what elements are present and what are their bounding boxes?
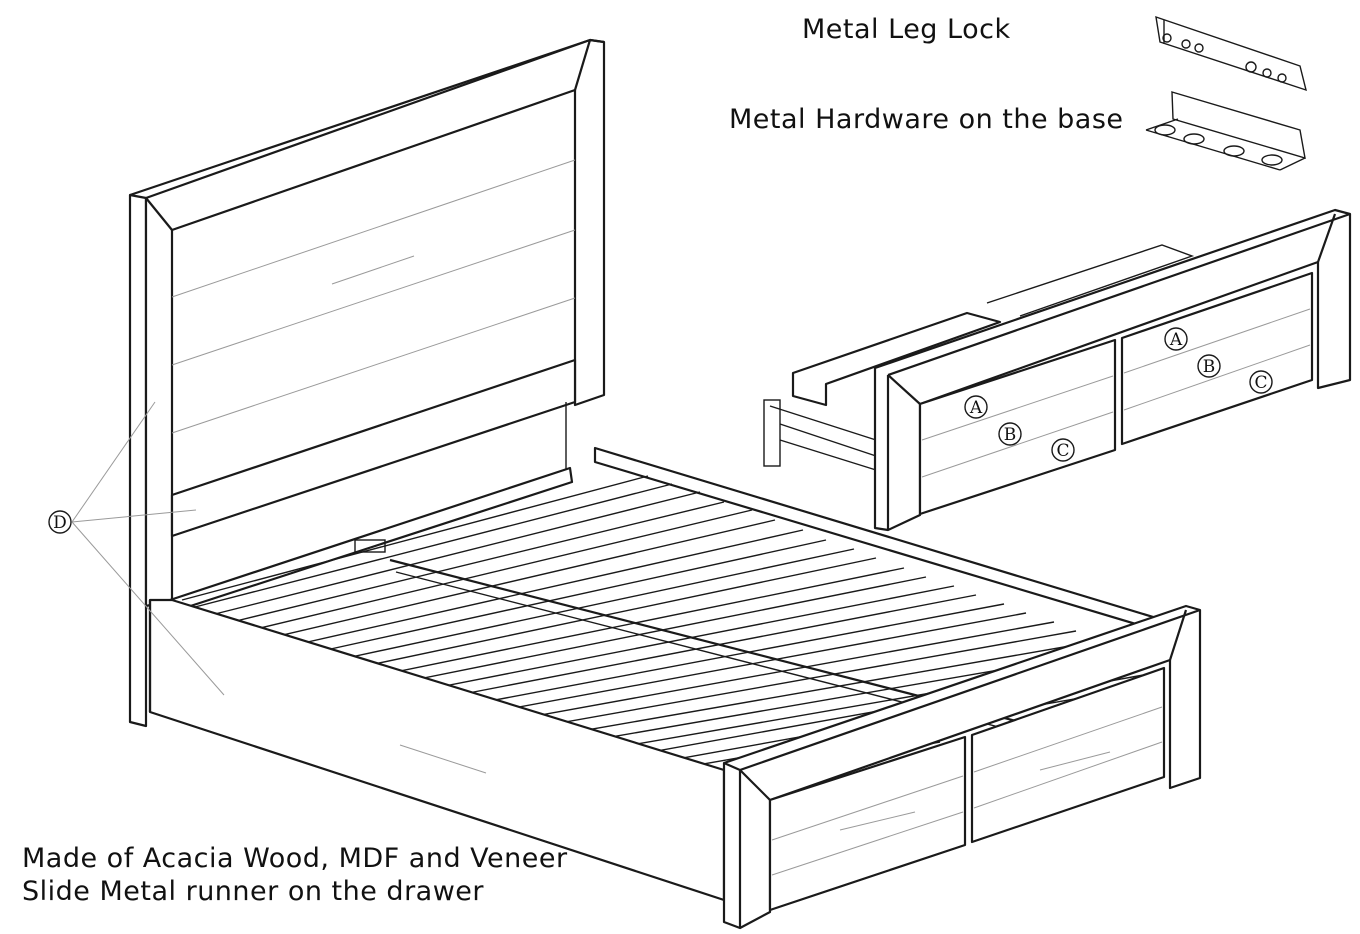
callout-label-c: C [1056,441,1069,461]
callout-label-b: B [1004,425,1017,445]
metal-hardware-label: Metal Hardware on the base [729,104,1124,135]
footboard [722,604,1202,930]
metal-base-hardware-icon [1145,91,1306,171]
callout-label-c-right: C [1254,373,1267,393]
callout-label-a-right: A [1169,330,1183,350]
runner-label: Slide Metal runner on the drawer [22,876,485,907]
callout-label-d: D [53,513,67,533]
materials-label: Made of Acacia Wood, MDF and Veneer [22,843,568,874]
drawer-detail [763,208,1352,532]
metal-leg-lock-icon [1155,15,1307,92]
callout-label-a: A [969,398,983,418]
callout-d [48,401,225,696]
callout-label-b-right: B [1203,357,1216,377]
metal-leg-lock-label: Metal Leg Lock [802,14,1011,45]
